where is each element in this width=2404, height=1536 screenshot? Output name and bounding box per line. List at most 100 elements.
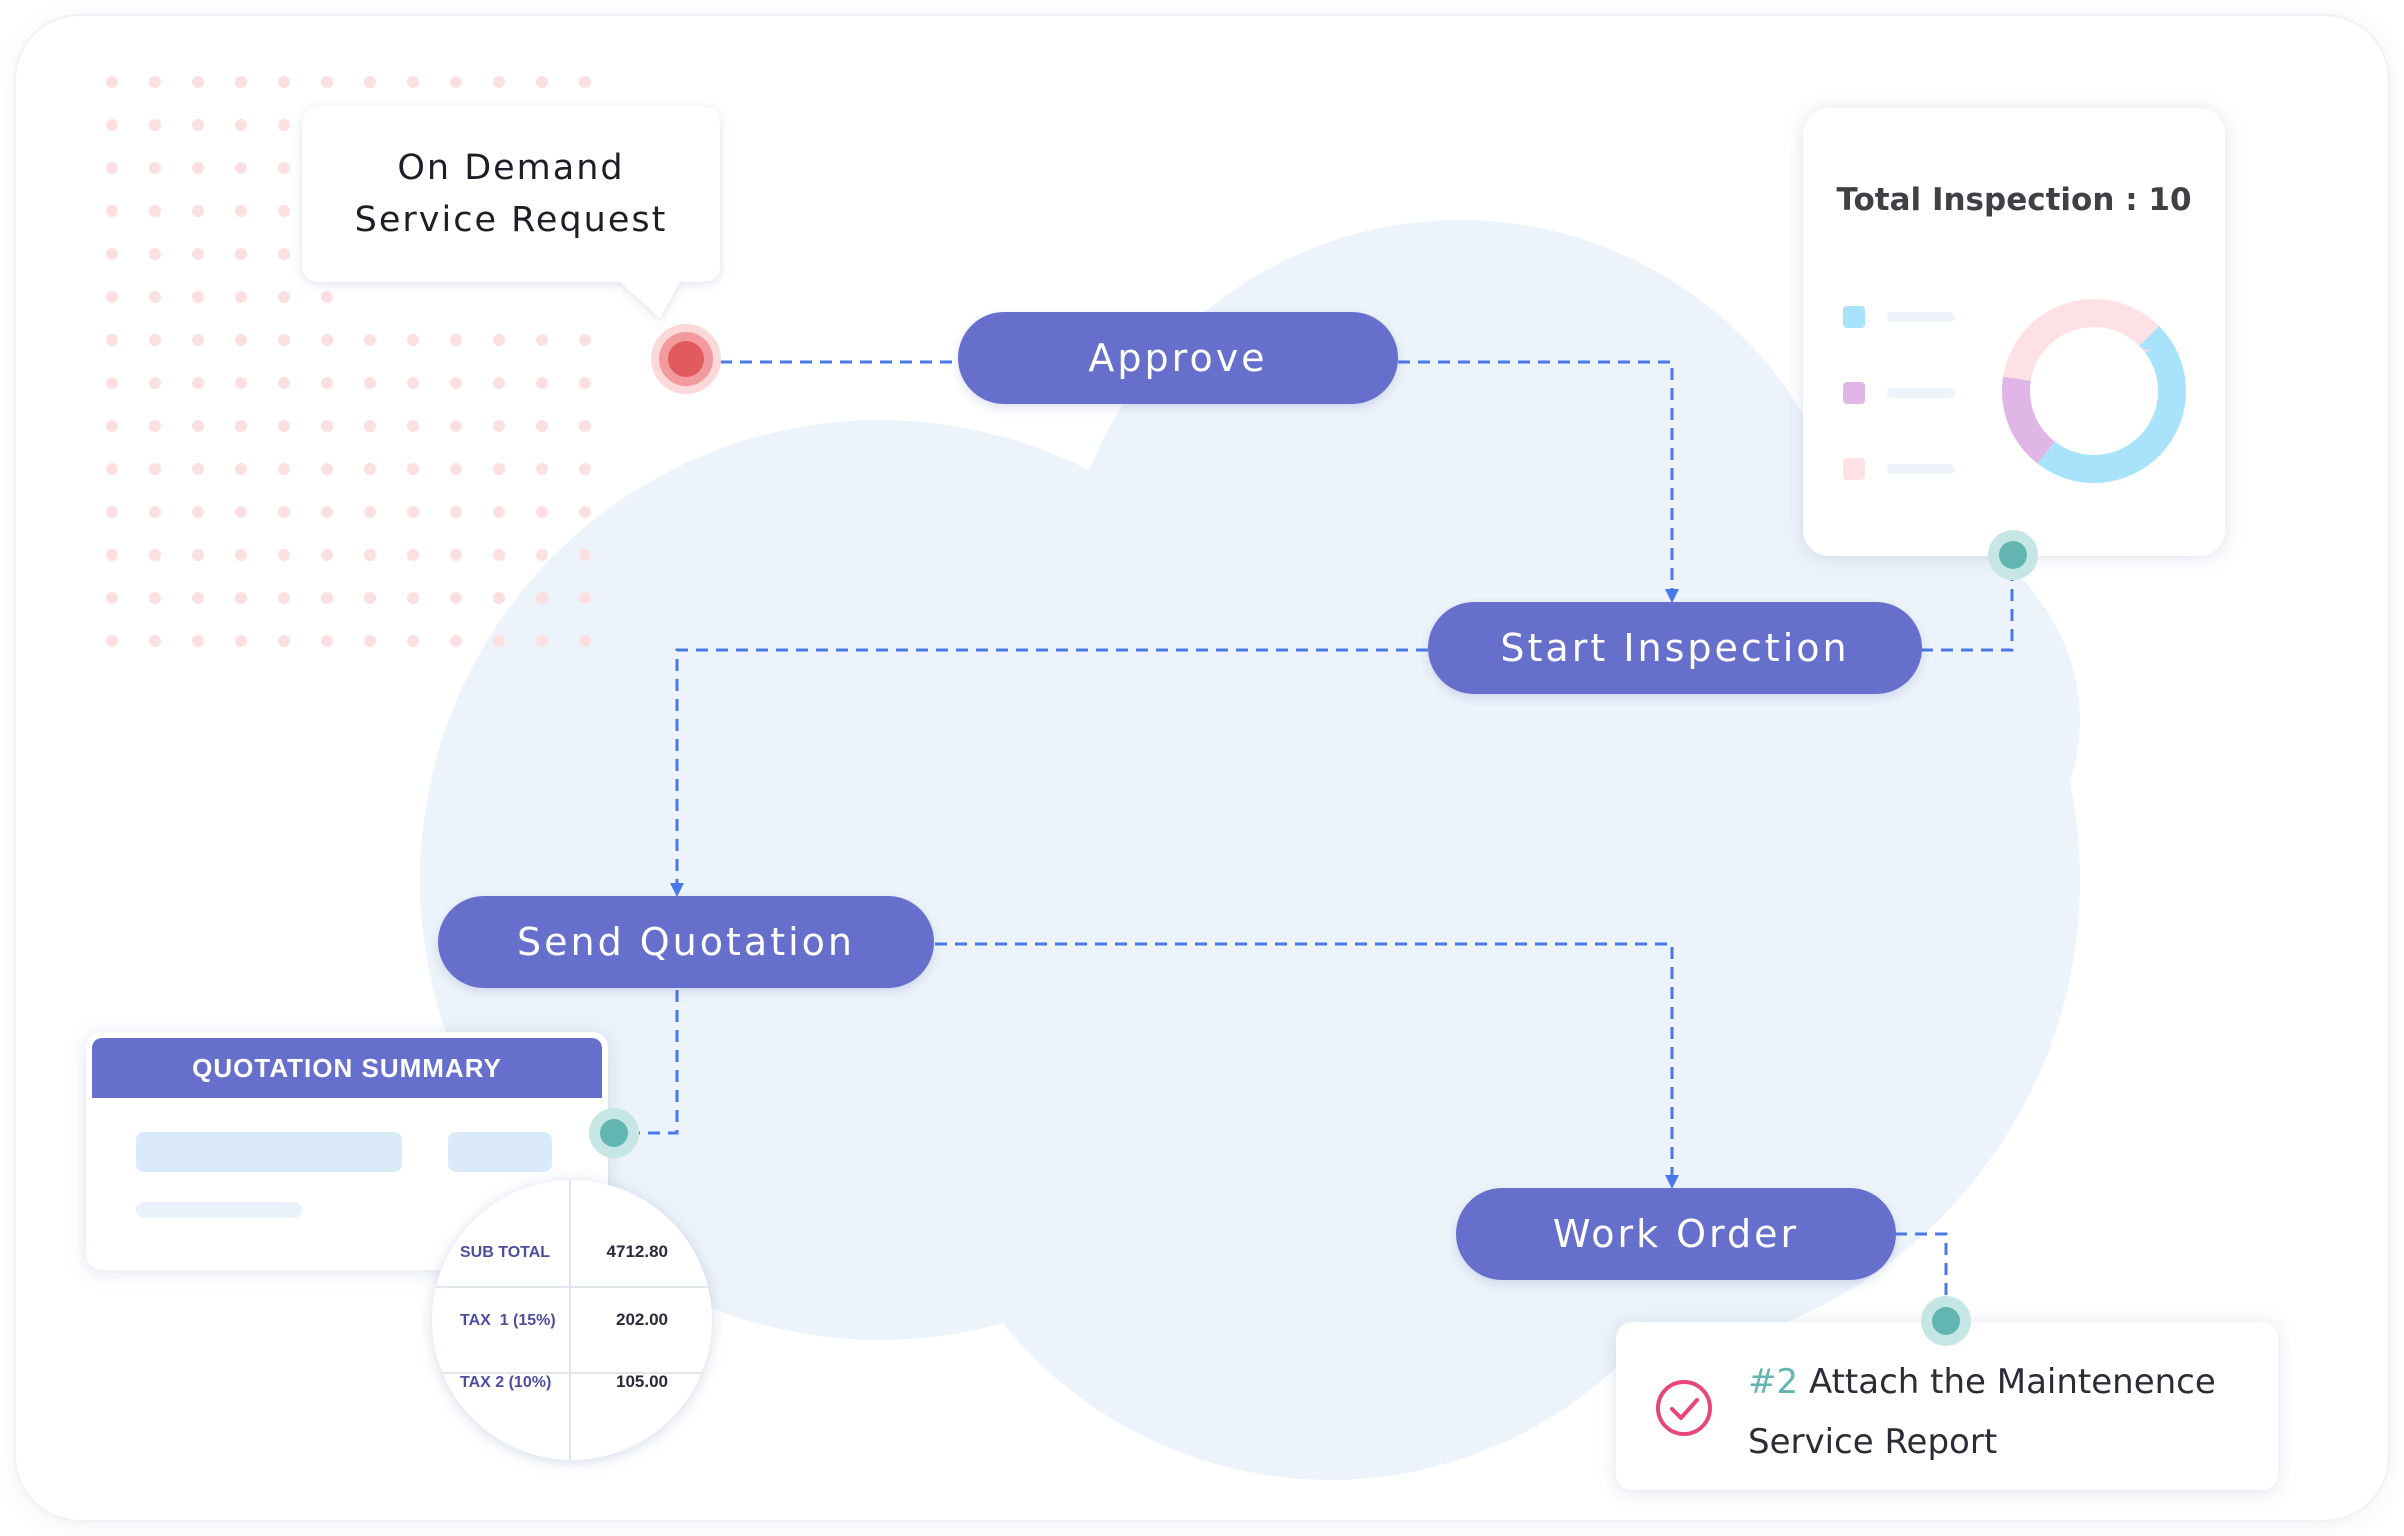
totals-label: TAX 1 (15%)	[460, 1312, 556, 1329]
grid-dot	[278, 420, 290, 432]
grid-dot	[450, 377, 462, 389]
grid-dot	[278, 76, 290, 88]
grid-dot	[278, 377, 290, 389]
grid-dot	[536, 635, 548, 647]
grid-dot	[235, 549, 247, 561]
grid-dot	[364, 463, 376, 475]
request-callout-shape	[302, 106, 720, 318]
grid-dot	[192, 76, 204, 88]
grid-dot	[149, 463, 161, 475]
grid-dot	[579, 635, 591, 647]
grid-dot	[278, 248, 290, 260]
grid-dot	[321, 76, 333, 88]
check-circle-icon	[1656, 1380, 1712, 1436]
quotation-placeholder-bar	[448, 1132, 552, 1172]
task-line2: Service Report	[1748, 1422, 1998, 1462]
request-node-icon[interactable]	[651, 324, 721, 394]
grid-dot	[364, 592, 376, 604]
grid-dot	[493, 334, 505, 346]
task-line1: #2 Attach the Maintenence	[1748, 1352, 2268, 1412]
grid-dot	[321, 334, 333, 346]
grid-dot	[450, 635, 462, 647]
grid-dot	[149, 119, 161, 131]
grid-dot	[192, 635, 204, 647]
legend-placeholder-line	[1887, 312, 1955, 322]
grid-dot	[106, 506, 118, 518]
grid-dot	[235, 635, 247, 647]
connector-approve-inspection	[1398, 360, 1679, 603]
step-work-order-button[interactable]: Work Order	[1456, 1188, 1896, 1280]
grid-dot	[278, 205, 290, 217]
totals-column-divider	[569, 1180, 571, 1460]
grid-dot	[149, 334, 161, 346]
grid-dot	[149, 592, 161, 604]
grid-dot	[149, 377, 161, 389]
grid-dot	[493, 506, 505, 518]
task-number: #2	[1748, 1362, 1799, 1402]
quotation-node-icon[interactable]	[589, 1108, 639, 1158]
grid-dot	[278, 635, 290, 647]
donut-slice-1	[2002, 299, 2186, 483]
grid-dot	[450, 334, 462, 346]
grid-dot	[450, 420, 462, 432]
task-node-icon[interactable]	[1921, 1296, 1971, 1346]
grid-dot	[235, 377, 247, 389]
legend-swatch-blue	[1843, 306, 1865, 328]
grid-dot	[364, 76, 376, 88]
grid-dot	[192, 463, 204, 475]
step-send-quotation-button[interactable]: Send Quotation	[438, 896, 934, 988]
grid-dot	[493, 549, 505, 561]
legend-swatch-pink	[1843, 458, 1865, 480]
task-card: #2 Attach the Maintenence Service Report	[1616, 1322, 2278, 1490]
grid-dot	[579, 377, 591, 389]
grid-dot	[579, 334, 591, 346]
grid-dot	[278, 592, 290, 604]
grid-dot	[149, 506, 161, 518]
request-title-line2: Service Request	[354, 200, 668, 240]
legend-swatch-purple	[1843, 382, 1865, 404]
grid-dot	[536, 592, 548, 604]
grid-dot	[493, 463, 505, 475]
grid-dot	[579, 592, 591, 604]
grid-dot	[407, 420, 419, 432]
grid-dot	[364, 420, 376, 432]
grid-dot	[536, 506, 548, 518]
totals-magnifier: SUB TOTAL 4712.80 TAX 1 (15%) 202.00 TAX…	[432, 1180, 712, 1460]
connector-quotation-workorder	[935, 942, 1679, 1189]
inspection-donut-chart	[2002, 299, 2186, 483]
grid-dot	[192, 162, 204, 174]
grid-dot	[579, 506, 591, 518]
grid-dot	[321, 635, 333, 647]
grid-dot	[192, 506, 204, 518]
grid-dot	[149, 291, 161, 303]
grid-dot	[407, 76, 419, 88]
grid-dot	[493, 420, 505, 432]
step-approve-button[interactable]: Approve	[958, 312, 1398, 404]
grid-dot	[278, 463, 290, 475]
grid-dot	[493, 377, 505, 389]
grid-dot	[364, 635, 376, 647]
grid-dot	[536, 420, 548, 432]
inspection-title: Total Inspection : 10	[1836, 182, 2192, 218]
grid-dot	[149, 162, 161, 174]
grid-dot	[321, 463, 333, 475]
grid-dot	[450, 592, 462, 604]
grid-dot	[106, 119, 118, 131]
grid-dot	[235, 334, 247, 346]
connector-workorder-task	[1895, 1232, 1948, 1296]
grid-dot	[192, 420, 204, 432]
grid-dot	[106, 549, 118, 561]
inspection-node-icon[interactable]	[1988, 530, 2038, 580]
grid-dot	[407, 463, 419, 475]
grid-dot	[192, 377, 204, 389]
grid-dot	[364, 334, 376, 346]
grid-dot	[579, 549, 591, 561]
grid-dot	[192, 205, 204, 217]
grid-dot	[579, 76, 591, 88]
totals-row-divider	[432, 1372, 712, 1374]
step-start-inspection-button[interactable]: Start Inspection	[1428, 602, 1922, 694]
grid-dot	[407, 334, 419, 346]
quotation-placeholder-line	[136, 1202, 302, 1218]
grid-dot	[235, 291, 247, 303]
